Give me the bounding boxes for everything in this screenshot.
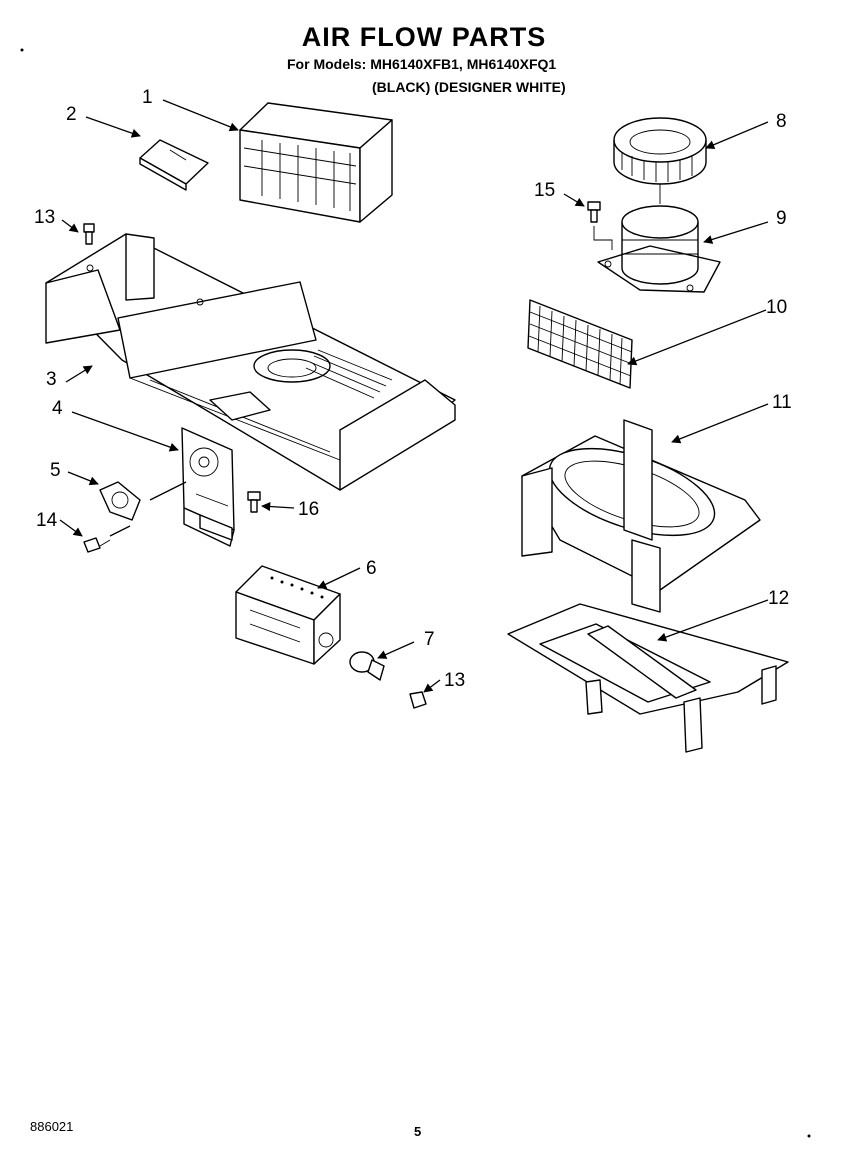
part-4-mount-plate xyxy=(181,427,235,547)
part-9-fan-motor xyxy=(597,205,721,293)
part-12-base-plate xyxy=(507,603,789,753)
callout-15: 15 xyxy=(534,180,555,201)
part-8-fan-ring xyxy=(613,117,707,204)
callout-4: 4 xyxy=(52,398,63,419)
screw-icon xyxy=(409,691,427,709)
callout-13: 13 xyxy=(34,207,55,228)
models-line: For Models: MH6140XFB1, MH6140XFQ1 xyxy=(287,56,557,72)
screw-icon xyxy=(83,223,95,245)
callout-12: 12 xyxy=(768,588,789,609)
callout-6: 6 xyxy=(366,558,377,579)
callout-arrows xyxy=(59,99,769,693)
screw-icon xyxy=(247,491,261,513)
part-5-thermostat xyxy=(99,481,141,521)
callout-9: 9 xyxy=(776,208,787,229)
callout-3: 3 xyxy=(46,369,57,390)
callout-10: 10 xyxy=(766,297,787,318)
part-11-fan-shroud xyxy=(521,419,761,613)
corner-mark xyxy=(807,1134,811,1138)
callout-14: 14 xyxy=(36,510,58,531)
callout-2: 2 xyxy=(66,104,77,125)
page-title: AIR FLOW PARTS xyxy=(301,22,547,52)
callout-16: 16 xyxy=(298,499,319,520)
callout-11: 11 xyxy=(772,392,792,413)
screw-icon xyxy=(587,201,613,250)
variants-line: (BLACK) (DESIGNER WHITE) xyxy=(372,79,566,95)
callout-7: 7 xyxy=(424,629,435,650)
part-3-air-duct xyxy=(45,233,456,491)
callout-13b: 13 xyxy=(444,670,465,691)
part-10-mesh-filter xyxy=(527,299,633,389)
part-2-bracket xyxy=(139,139,209,191)
screw-icon xyxy=(83,537,111,553)
callout-8: 8 xyxy=(776,111,787,132)
callout-5: 5 xyxy=(50,460,61,481)
callout-1: 1 xyxy=(142,87,153,108)
callout-labels: 1 2 3 4 5 6 7 8 9 10 11 12 13 14 15 16 1… xyxy=(34,87,792,691)
part-7-light-bulb xyxy=(349,651,385,681)
part-6-lamp-housing xyxy=(235,565,341,665)
document-code: 886021 xyxy=(30,1119,74,1134)
corner-mark xyxy=(20,48,24,52)
part-1-louver-box xyxy=(239,102,393,223)
page-number: 5 xyxy=(414,1124,422,1139)
